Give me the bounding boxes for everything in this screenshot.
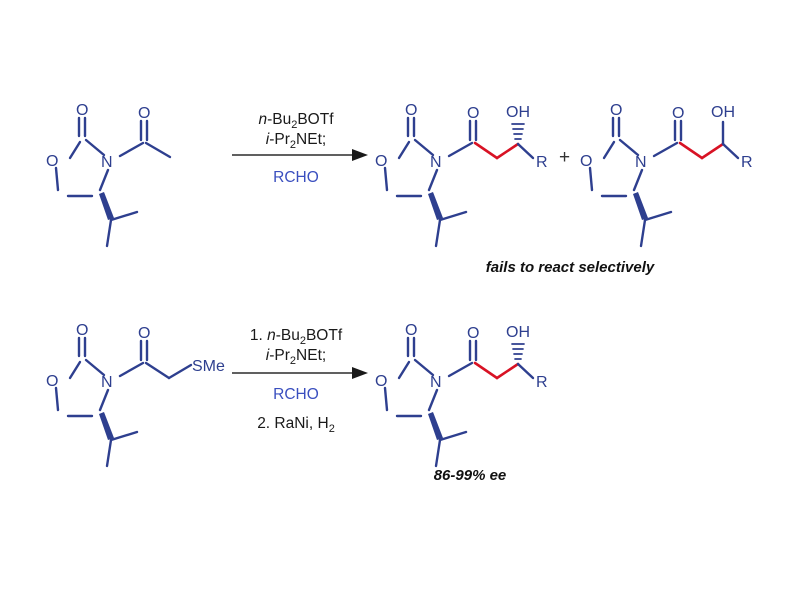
condition-line-2-r2: i-Pr2NEt; [266,347,326,367]
label-ring-oxygen-r2: O [46,373,58,390]
label-nitrogen-p2: N [635,154,647,171]
caption-reaction-1: fails to react selectively [486,259,655,276]
reaction-2-product-1: O O N O OH R [375,322,548,468]
label-nitrogen-p3: N [430,374,442,391]
label-ring-carbonyl-oxygen-p3: O [405,322,417,339]
plus-separator: + [559,147,570,168]
label-r-group-p3: R [536,374,548,391]
label-ring-oxygen-r1: O [46,153,58,170]
reaction-arrow-head-2 [352,367,368,379]
label-r-group-p2: R [741,154,753,171]
label-ring-carbonyl-oxygen-p2: O [610,102,622,119]
label-acyl-oxygen-p3: O [467,325,479,342]
stereo-hash-p3 [511,343,525,360]
label-ring-oxygen-p3: O [375,373,387,390]
label-acyl-oxygen-p1: O [467,105,479,122]
label-hydroxyl-p2: OH [711,104,735,121]
reaction-1-conditions: n-Bu2BOTf i-Pr2NEt; RCHO [232,111,368,186]
label-nitrogen-p1: N [430,154,442,171]
label-hydroxyl-p1: OH [506,104,530,121]
reaction-arrow-head-1 [352,149,368,161]
condition-rani-r2: 2. RaNi, H2 [257,415,335,435]
label-acyl-oxygen-r2: O [138,325,150,342]
label-nitrogen-r1: N [101,154,113,171]
condition-rcho-r1: RCHO [273,169,319,186]
reaction-1-product-1: O O N O OH R [375,102,548,248]
label-ring-oxygen-p1: O [375,153,387,170]
label-hydroxyl-p3: OH [506,324,530,341]
label-thioether-r2: SMe [192,358,225,375]
label-acyl-oxygen-p2: O [672,105,684,122]
label-ring-oxygen-p2: O [580,153,592,170]
condition-line-1-r2: 1. n-Bu2BOTf [250,327,343,347]
reaction-2-conditions: 1. n-Bu2BOTf i-Pr2NEt; RCHO 2. RaNi, H2 [232,327,368,435]
label-nitrogen-r2: N [101,374,113,391]
label-ring-carbonyl-oxygen-p1: O [405,102,417,119]
label-ring-carbonyl-oxygen-r1: O [76,102,88,119]
caption-reaction-2: 86-99% ee [434,467,507,484]
label-acyl-oxygen-r1: O [138,105,150,122]
label-r-group-p1: R [536,154,548,171]
reaction-1-product-2: O O N O OH R [580,102,753,248]
reaction-2-reactant: O O N O SMe [46,322,225,468]
condition-line-2-r1: i-Pr2NEt; [266,131,326,151]
stereo-hash-p1 [511,123,525,140]
reaction-1-reactant: O O N O [46,102,172,248]
condition-line-1-r1: n-Bu2BOTf [258,111,334,131]
label-ring-carbonyl-oxygen-r2: O [76,322,88,339]
condition-rcho-r2: RCHO [273,386,319,403]
